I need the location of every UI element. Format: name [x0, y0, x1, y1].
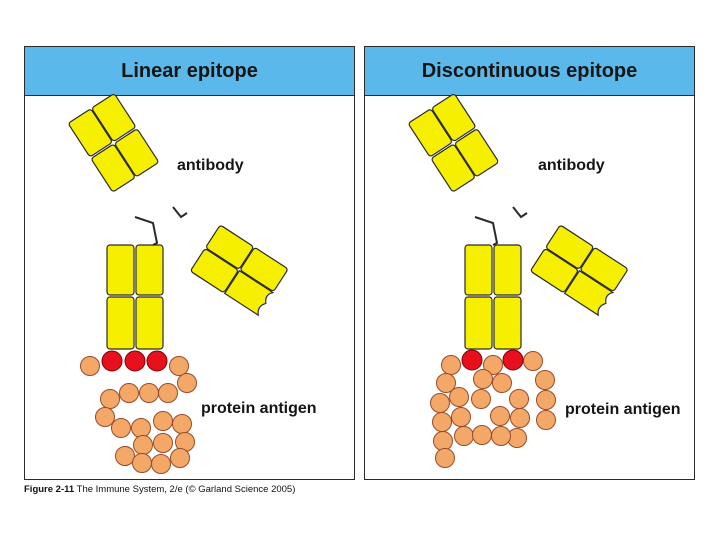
- antigen-residue: [151, 454, 171, 474]
- antigen-residue: [132, 453, 152, 473]
- antigen-residue: [111, 418, 131, 438]
- antibody-domain: [206, 225, 254, 269]
- antigen-residue: [153, 433, 173, 453]
- antigen-residue: [491, 426, 511, 446]
- figure-source: The Immune System, 2/e (© Garland Scienc…: [76, 484, 296, 495]
- antigen-residue: [449, 387, 469, 407]
- antibody-domain: [432, 94, 476, 142]
- antigen-residue: [133, 435, 153, 455]
- panel-linear-epitope: Linear epitope an: [24, 46, 355, 480]
- antibody-domain: [92, 94, 136, 142]
- epitope-residue: [101, 350, 123, 372]
- antibody-domain: [135, 296, 164, 350]
- antibody-label: antibody: [538, 157, 605, 174]
- antibody-domain: [454, 129, 499, 177]
- antigen-residue: [169, 356, 189, 376]
- antigen-residue: [430, 393, 450, 413]
- linear-epitope-diagram: antibody protei: [68, 94, 317, 474]
- antibody: [68, 94, 288, 350]
- antigen-residue: [433, 431, 453, 451]
- antigen-residue: [100, 389, 120, 409]
- antibody-domain: [493, 244, 522, 296]
- antigen-residue: [441, 355, 461, 375]
- antibody-domain: [431, 144, 475, 192]
- epitope: [101, 350, 168, 372]
- protein-antigen-label: protein antigen: [565, 401, 681, 418]
- antigen-residue: [492, 373, 512, 393]
- antibody-domain: [240, 247, 288, 292]
- antigen-residue: [170, 448, 190, 468]
- antigen-residue: [451, 407, 471, 427]
- antibody-domain: [464, 244, 493, 296]
- antibody-domain: [580, 247, 628, 292]
- antigen-residue: [80, 356, 100, 376]
- antigen-residue: [115, 446, 135, 466]
- antigen-residue: [483, 355, 503, 375]
- antigen-residue: [436, 373, 456, 393]
- antigen-residue: [119, 383, 139, 403]
- protein-antigen-label: protein antigen: [201, 400, 317, 417]
- figure-caption: Figure 2-11 The Immune System, 2/e (© Ga…: [24, 484, 295, 495]
- antigen-residue: [510, 408, 530, 428]
- discontinuous-epitope-diagram: antibody: [408, 94, 681, 468]
- antibody-domain: [408, 109, 452, 157]
- antigen-residue: [432, 412, 452, 432]
- antigen-residue: [454, 426, 474, 446]
- protein-antigen: [430, 351, 556, 468]
- antigen-residue: [536, 390, 556, 410]
- antigen-residue: [158, 383, 178, 403]
- antigen-residue: [95, 407, 115, 427]
- panel-header: Linear epitope: [25, 47, 354, 96]
- antibody-domain: [106, 244, 135, 296]
- antigen-residue: [509, 389, 529, 409]
- antibody-domain: [91, 144, 135, 192]
- epitope-residue: [124, 350, 146, 372]
- antibody: [408, 94, 628, 350]
- antibody-domain: [223, 269, 275, 317]
- epitope: [461, 349, 524, 371]
- antibody-domain: [563, 269, 615, 317]
- antibody-domain: [530, 248, 578, 293]
- antigen-residue: [536, 410, 556, 430]
- epitope-residue: [502, 349, 524, 371]
- antigen-residue: [177, 373, 197, 393]
- antibody-domain: [106, 296, 135, 350]
- antigen-residue: [523, 351, 543, 371]
- panel-discontinuous-epitope: Discontinuous epitope antibody: [364, 46, 695, 480]
- panel-title: Linear epitope: [121, 59, 258, 82]
- antigen-residue: [139, 383, 159, 403]
- antigen-residue: [490, 406, 510, 426]
- antibody-domain: [493, 296, 522, 350]
- antigen-residue: [435, 448, 455, 468]
- epitope-residue: [461, 349, 483, 371]
- antigen-residue: [172, 414, 192, 434]
- panel-header: Discontinuous epitope: [365, 47, 694, 96]
- panel-title: Discontinuous epitope: [421, 59, 638, 82]
- epitope-residue: [146, 350, 168, 372]
- antigen-residue: [471, 389, 491, 409]
- antibody-domain: [135, 244, 164, 296]
- figure-number: Figure 2-11: [24, 484, 75, 495]
- antigen-residue: [131, 418, 151, 438]
- antibody-domain: [68, 109, 112, 157]
- antibody-domain: [464, 296, 493, 350]
- antigen-residue: [473, 369, 493, 389]
- protein-antigen: [80, 356, 197, 474]
- antigen-residue: [472, 425, 492, 445]
- antigen-residue: [535, 370, 555, 390]
- antigen-residue: [153, 411, 173, 431]
- antibody-domain: [190, 248, 238, 293]
- antibody-label: antibody: [177, 157, 244, 174]
- antibody-domain: [114, 129, 159, 177]
- antibody-domain: [546, 225, 594, 269]
